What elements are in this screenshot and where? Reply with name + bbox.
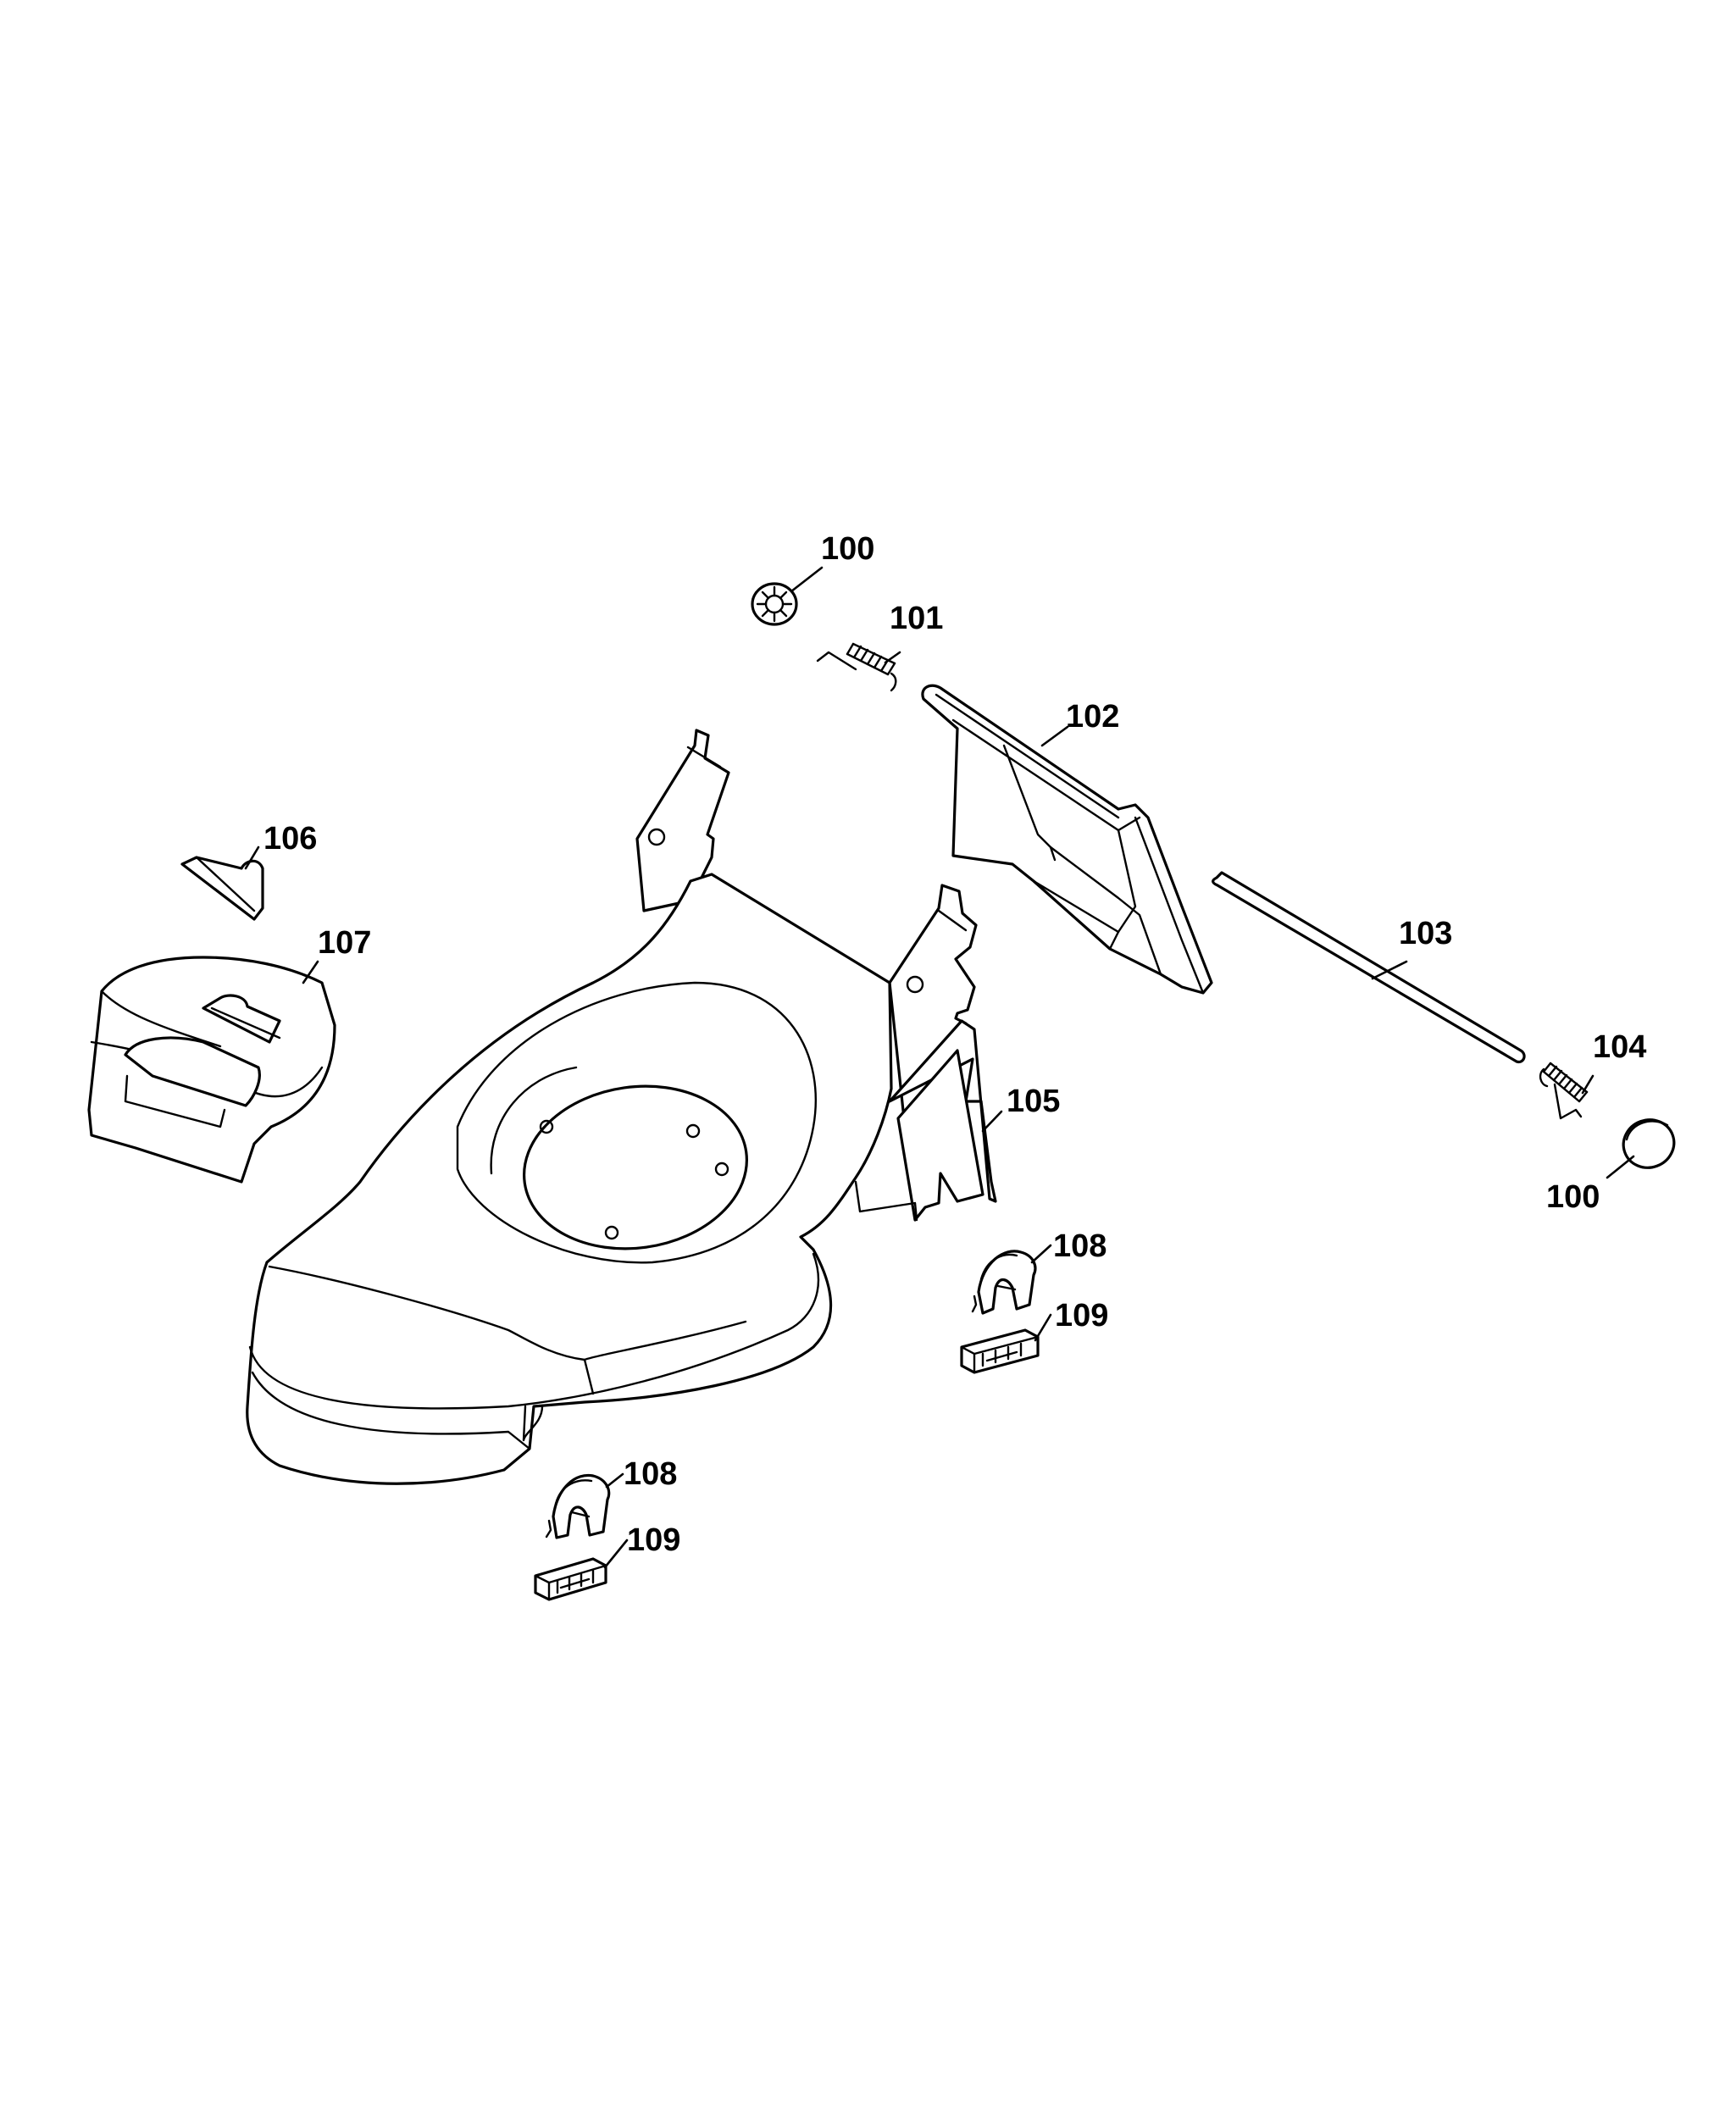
callout-109-left: 109: [627, 1522, 680, 1558]
callout-104: 104: [1593, 1029, 1646, 1065]
callout-101: 101: [890, 601, 943, 636]
spring-part-104: [1539, 1062, 1589, 1120]
callout-107: 107: [318, 925, 371, 961]
mower-deck-housing: [246, 729, 997, 1485]
callout-106: 106: [263, 821, 317, 857]
callout-100-top: 100: [821, 531, 874, 567]
deflector-flap-part-102: [921, 684, 1213, 995]
leader-lines: [244, 566, 1635, 1569]
callout-108-right: 108: [1053, 1228, 1106, 1264]
washer-part-100-top: [751, 582, 798, 626]
callout-100-right: 100: [1546, 1179, 1600, 1215]
callout-108-left: 108: [624, 1456, 677, 1492]
callout-109-right: 109: [1055, 1298, 1108, 1333]
callout-105: 105: [1007, 1084, 1060, 1119]
block-part-109-left: [534, 1557, 607, 1601]
clip-part-108-left: [545, 1473, 611, 1539]
cap-part-100-right: [1622, 1118, 1676, 1169]
block-part-109-right: [960, 1328, 1040, 1374]
clip-part-108-right: [971, 1250, 1037, 1315]
plug-part-107: [87, 956, 336, 1184]
clip-part-106: [180, 856, 264, 921]
callout-102: 102: [1066, 699, 1119, 735]
hinge-rod-part-103: [1212, 871, 1526, 1064]
callout-103: 103: [1399, 916, 1452, 951]
spring-part-101: [816, 642, 897, 692]
